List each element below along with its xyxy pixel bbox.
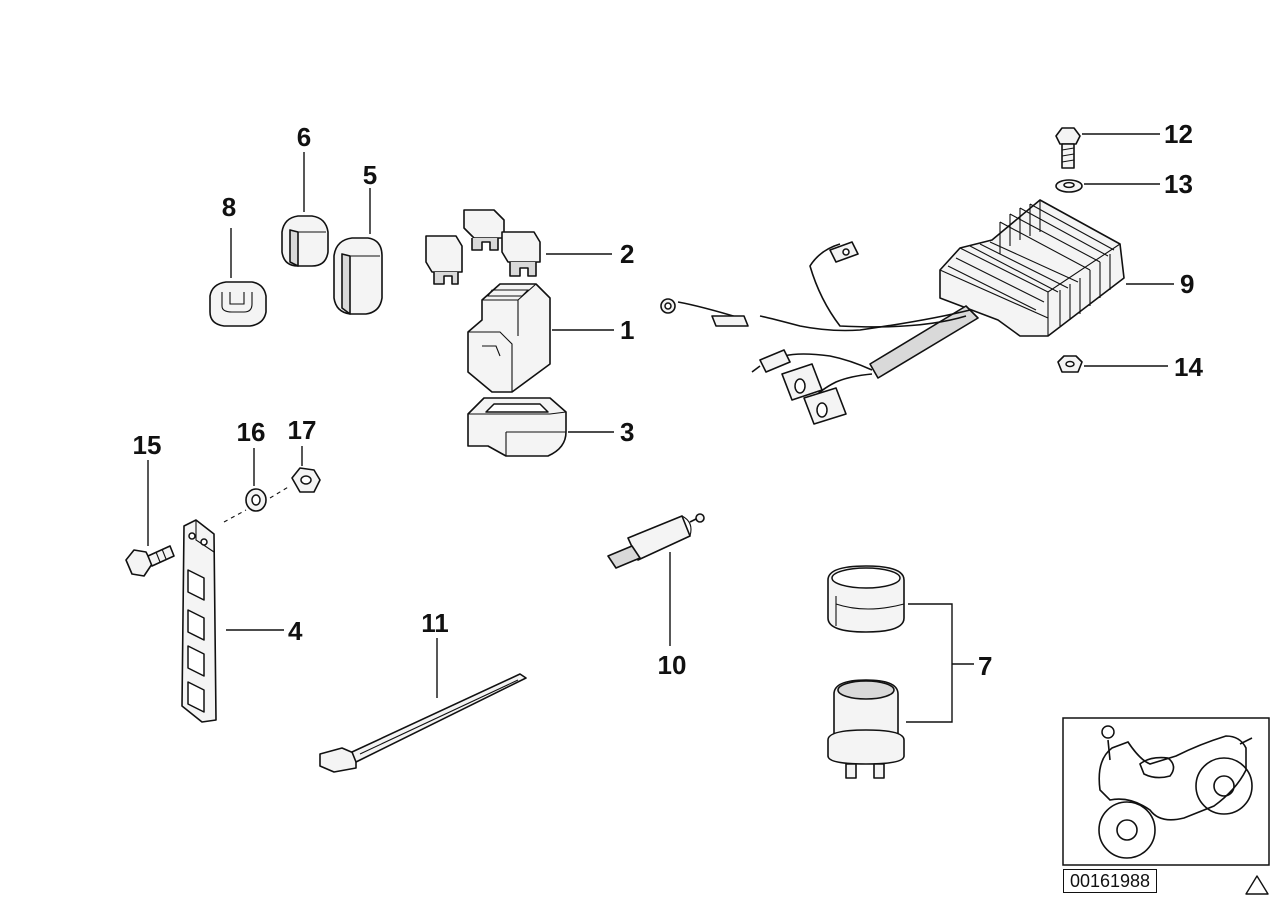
callout-8: 8	[222, 192, 236, 222]
triangle-warning-icon	[1245, 875, 1269, 895]
part-10-suppressor[interactable]	[607, 513, 705, 569]
callout-9: 9	[1180, 269, 1194, 299]
part-14-nut[interactable]	[1057, 355, 1083, 373]
part-12-bolt[interactable]	[1055, 127, 1081, 169]
part-4-bracket[interactable]	[181, 519, 217, 723]
part-13-washer[interactable]	[1055, 179, 1083, 193]
callout-14: 14	[1174, 352, 1203, 382]
part-16-washer[interactable]	[245, 488, 267, 512]
callout-13: 13	[1164, 169, 1193, 199]
part-8-relay-cap[interactable]	[209, 281, 267, 327]
callout-6: 6	[297, 122, 311, 152]
callout-3: 3	[620, 417, 634, 447]
callout-16: 16	[237, 417, 266, 447]
callout-12: 12	[1164, 119, 1193, 149]
callout-17: 17	[288, 415, 317, 445]
part-3-cover[interactable]	[467, 397, 567, 457]
reference-number: 00161988	[1063, 869, 1157, 893]
motorcycle-thumbnail	[1062, 717, 1270, 866]
part-5-relay[interactable]	[333, 237, 383, 315]
part-7-flasher-relay[interactable]	[827, 565, 905, 779]
part-15-bolt[interactable]	[125, 545, 175, 577]
part-1-fuse-box[interactable]	[467, 283, 551, 393]
callout-15: 15	[133, 430, 162, 460]
callout-4: 4	[288, 616, 303, 646]
callout-2: 2	[620, 239, 634, 269]
part-6-relay[interactable]	[281, 215, 329, 267]
callout-10: 10	[658, 650, 687, 680]
part-17-nut[interactable]	[291, 467, 321, 493]
part-11-cable-tie[interactable]	[319, 673, 527, 773]
part-9-voltage-regulator[interactable]	[660, 199, 1125, 425]
callout-5: 5	[363, 160, 377, 190]
callout-11: 11	[421, 608, 449, 638]
part-2-fuses[interactable]	[425, 209, 541, 285]
callout-1: 1	[620, 315, 634, 345]
callout-7: 7	[978, 651, 992, 681]
